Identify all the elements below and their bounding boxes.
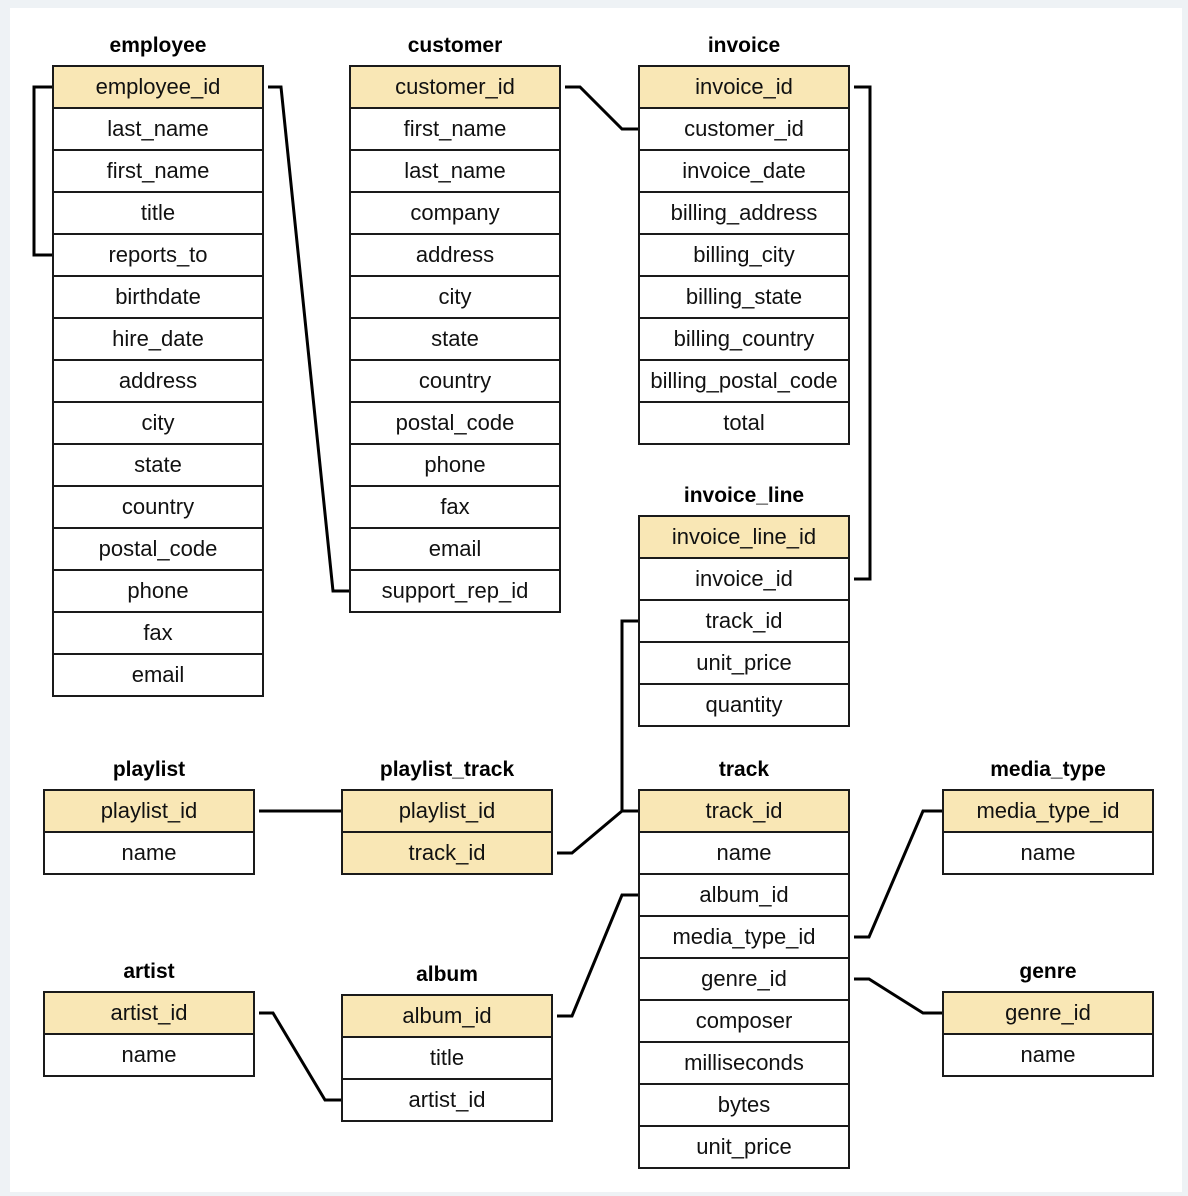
column: invoice_id — [640, 557, 848, 599]
column: title — [343, 1036, 551, 1078]
column: address — [54, 359, 262, 401]
table-title: media_type — [990, 758, 1106, 781]
table-title: employee — [109, 34, 207, 57]
column: state — [54, 443, 262, 485]
key-column: employee_id — [54, 67, 262, 107]
column: media_type_id — [640, 915, 848, 957]
column: postal_code — [351, 401, 559, 443]
column: fax — [351, 485, 559, 527]
column: artist_id — [343, 1078, 551, 1120]
column: hire_date — [54, 317, 262, 359]
column: title — [54, 191, 262, 233]
key-column: artist_id — [45, 993, 253, 1033]
column: first_name — [54, 149, 262, 191]
column: support_rep_id — [351, 569, 559, 611]
column: reports_to — [54, 233, 262, 275]
column: name — [45, 831, 253, 873]
column: billing_city — [640, 233, 848, 275]
column: country — [54, 485, 262, 527]
column: address — [351, 233, 559, 275]
column: name — [640, 831, 848, 873]
key-column: media_type_id — [944, 791, 1152, 831]
column: unit_price — [640, 641, 848, 683]
column: composer — [640, 999, 848, 1041]
column: billing_postal_code — [640, 359, 848, 401]
column: name — [944, 1033, 1152, 1075]
column: genre_id — [640, 957, 848, 999]
column: last_name — [54, 107, 262, 149]
table-title: invoice_line — [683, 484, 805, 507]
column: milliseconds — [640, 1041, 848, 1083]
column: postal_code — [54, 527, 262, 569]
table-title: playlist — [112, 758, 186, 781]
column: email — [54, 653, 262, 695]
key-column: invoice_id — [640, 67, 848, 107]
column: invoice_date — [640, 149, 848, 191]
column: bytes — [640, 1083, 848, 1125]
key-column: track_id — [640, 791, 848, 831]
key-column: invoice_line_id — [640, 517, 848, 557]
column: customer_id — [640, 107, 848, 149]
column: city — [351, 275, 559, 317]
table-title: playlist_track — [379, 758, 515, 781]
column: birthdate — [54, 275, 262, 317]
column: unit_price — [640, 1125, 848, 1167]
column: album_id — [640, 873, 848, 915]
table-title: album — [416, 963, 478, 986]
key-column: album_id — [343, 996, 551, 1036]
column: state — [351, 317, 559, 359]
key-column: genre_id — [944, 993, 1152, 1033]
key-column: playlist_id — [45, 791, 253, 831]
column: track_id — [640, 599, 848, 641]
column: country — [351, 359, 559, 401]
column: phone — [54, 569, 262, 611]
column: billing_state — [640, 275, 848, 317]
column: email — [351, 527, 559, 569]
key-column: playlist_id — [343, 791, 551, 831]
key-column: customer_id — [351, 67, 559, 107]
column: total — [640, 401, 848, 443]
column: billing_country — [640, 317, 848, 359]
column: last_name — [351, 149, 559, 191]
table-title: artist — [123, 960, 175, 983]
column: quantity — [640, 683, 848, 725]
column: fax — [54, 611, 262, 653]
column: phone — [351, 443, 559, 485]
table-title: invoice — [707, 34, 781, 57]
table-title: track — [718, 758, 770, 781]
column: billing_address — [640, 191, 848, 233]
column: name — [944, 831, 1152, 873]
column: company — [351, 191, 559, 233]
column: city — [54, 401, 262, 443]
table-title: genre — [1019, 960, 1077, 983]
key-column: track_id — [343, 831, 551, 873]
table-title: customer — [407, 34, 503, 57]
column: name — [45, 1033, 253, 1075]
column: first_name — [351, 107, 559, 149]
